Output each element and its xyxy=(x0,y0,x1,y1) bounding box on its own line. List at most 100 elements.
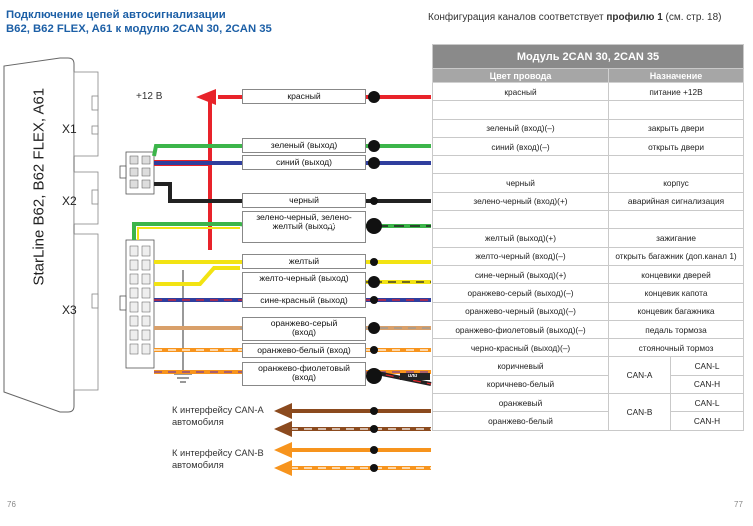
connector-x1-stub xyxy=(73,71,99,157)
cell-purpose: концевики дверей xyxy=(607,264,745,285)
arrow-can-a-h xyxy=(274,421,292,437)
cell-can-line: CAN-H xyxy=(669,411,745,431)
cell-purpose: стояночный тормоз xyxy=(607,338,745,358)
device-name: StarLine B62, B62 FLEX, A61 xyxy=(30,87,48,286)
title-line-2: B62, B62 FLEX, A61 к модулю 2CAN 30, 2CA… xyxy=(6,23,272,35)
can-a-label-line2: автомобиля xyxy=(172,417,224,427)
table-row-can: коричнево-белый CAN-H xyxy=(432,374,745,395)
wire-label-black: черный xyxy=(242,193,366,208)
ili-bar-2 xyxy=(400,373,430,380)
cell-can-group: CAN-B xyxy=(608,393,671,431)
config-prefix: Конфигурация каналов соответствует xyxy=(428,12,604,23)
table-row: зелено-черный (вход)(+)аварийная сигнали… xyxy=(432,191,745,212)
cell-can-group: CAN-A xyxy=(608,356,671,395)
connector-x2-label: X2 xyxy=(62,194,77,208)
cell-purpose xyxy=(607,155,745,175)
table-row: черно-красный (выход)(–)стояночный тормо… xyxy=(432,338,745,358)
cell-wire-color: оранжево-черный (выход)(–) xyxy=(432,301,609,321)
col-header-color: Цвет провода xyxy=(432,68,609,83)
can-b-label-line2: автомобиля xyxy=(172,460,224,470)
cell-can-line: CAN-L xyxy=(669,356,745,376)
table-row: желто-черный (вход)(–)открыть багажник (… xyxy=(432,246,745,266)
x2-pins xyxy=(129,155,151,189)
cell-can-line: CAN-H xyxy=(669,374,745,395)
table-row-can: оранжево-белый CAN-H xyxy=(432,411,745,431)
page-number-right: 77 xyxy=(734,500,743,509)
connector-x3-label: X3 xyxy=(62,303,77,317)
cell-wire-color: оранжево-белый xyxy=(432,411,609,431)
wire-label-red: красный xyxy=(242,89,366,104)
cell-purpose: открыть двери xyxy=(607,136,745,157)
cell-wire-color: оранжево-фиолетовый (выход)(–) xyxy=(432,319,609,340)
cell-wire-color: зеленый (вход)(–) xyxy=(432,118,609,138)
wire-can-a-brown-white xyxy=(274,421,431,437)
power-arrow xyxy=(196,89,216,105)
cell-wire-color xyxy=(432,100,609,120)
can-b-label-line1: К интерфейсу CAN-B xyxy=(172,448,264,458)
power-label: +12 В xyxy=(136,91,163,102)
cell-wire-color: оранжевый xyxy=(432,393,609,413)
cell-wire-color: желто-черный (вход)(–) xyxy=(432,246,609,266)
table-row: зеленый (вход)(–)закрыть двери xyxy=(432,118,745,138)
title-line-1: Подключение цепей автосигнализации xyxy=(6,9,226,21)
x3-pins xyxy=(129,245,151,355)
cell-can-line: CAN-L xyxy=(669,393,745,413)
ili-label-1: или xyxy=(327,223,337,229)
cell-wire-color: зелено-черный (вход)(+) xyxy=(432,191,609,212)
device-body xyxy=(3,57,75,413)
page-title: Подключение цепей автосигнализации B62, … xyxy=(6,8,336,36)
cell-purpose: концевик багажника xyxy=(607,301,745,321)
cell-purpose xyxy=(607,210,745,230)
table-row xyxy=(432,100,745,120)
cell-wire-color: сине-черный (выход)(+) xyxy=(432,264,609,285)
wire-label-blue-red: сине-красный (выход) xyxy=(242,293,366,308)
table-title: Модуль 2CAN 30, 2CAN 35 xyxy=(431,44,745,69)
cell-purpose: открыть багажник (доп.канал 1) xyxy=(607,246,745,266)
wire-label-orange-violet: оранжево-фиолетовый (вход) xyxy=(242,362,366,386)
arrow-can-b-l xyxy=(274,442,292,458)
cell-purpose: закрыть двери xyxy=(607,118,745,138)
can-b-label: К интерфейсу CAN-B автомобиля xyxy=(172,447,264,471)
can-a-label: К интерфейсу CAN-A автомобиля xyxy=(172,404,264,428)
cell-purpose: аварийная сигнализация xyxy=(607,191,745,212)
wire-label-orange-grey: оранжево-серый (вход) xyxy=(242,317,366,341)
config-profile: профилю 1 xyxy=(606,12,663,23)
arrow-can-a-l xyxy=(274,403,292,419)
can-a-label-line1: К интерфейсу CAN-A xyxy=(172,405,264,415)
cell-wire-color: красный xyxy=(432,81,609,102)
wire-label-blue: синий (выход) xyxy=(242,155,366,170)
ili-label-2: или xyxy=(408,373,418,379)
table-row: желтый (выход)(+)зажигание xyxy=(432,228,745,248)
connector-x3-stub xyxy=(73,233,99,391)
cell-purpose: зажигание xyxy=(607,228,745,248)
cell-wire-color xyxy=(432,210,609,230)
wire-can-b-orange-white xyxy=(274,460,431,476)
cell-wire-color: коричнево-белый xyxy=(432,374,609,395)
cell-wire-color: коричневый xyxy=(432,356,609,376)
connector-x1-label: X1 xyxy=(62,122,77,136)
config-note: Конфигурация каналов соответствует профи… xyxy=(428,12,721,23)
cell-wire-color: синий (вход)(–) xyxy=(432,136,609,157)
wire-can-a-brown xyxy=(274,403,431,419)
cell-purpose: концевик капота xyxy=(607,283,745,303)
cell-wire-color: оранжево-серый (выход)(–) xyxy=(432,283,609,303)
table-row xyxy=(432,210,745,230)
wire-label-green-black: зелено-черный, зелено-желтый (выход) xyxy=(242,211,366,243)
junction-dots xyxy=(366,91,382,472)
cell-purpose xyxy=(607,100,745,120)
table-row: оранжево-фиолетовый (выход)(–)педаль тор… xyxy=(432,319,745,340)
wire-label-yellow: желтый xyxy=(242,254,366,269)
wire-label-orange-white: оранжево-белый (вход) xyxy=(242,343,366,358)
cell-wire-color: черный xyxy=(432,173,609,193)
cell-purpose: корпус xyxy=(607,173,745,193)
cell-purpose: педаль тормоза xyxy=(607,319,745,340)
cell-purpose: питание +12В xyxy=(607,81,745,102)
table-row xyxy=(432,155,745,175)
table-row: оранжево-черный (выход)(–)концевик багаж… xyxy=(432,301,745,321)
cell-wire-color xyxy=(432,155,609,175)
cell-wire-color: желтый (выход)(+) xyxy=(432,228,609,248)
